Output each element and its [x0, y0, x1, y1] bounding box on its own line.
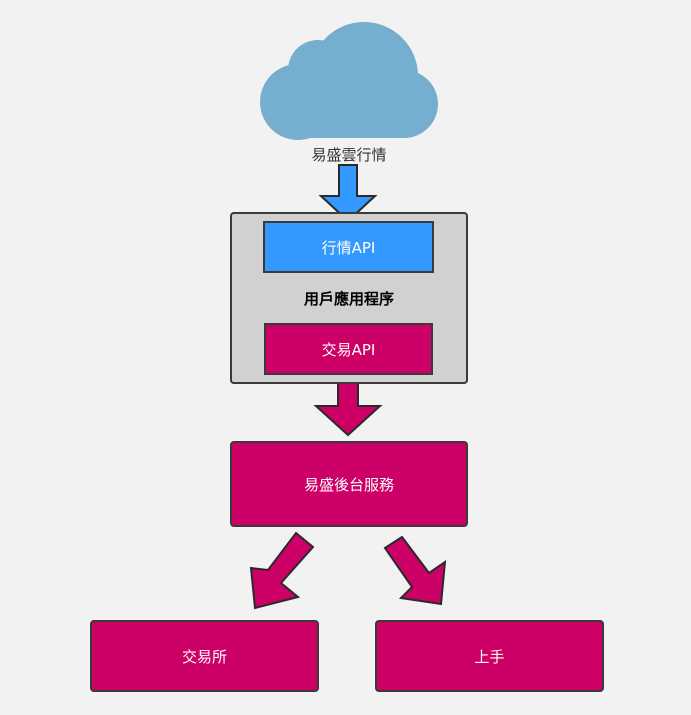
cloud-label: 易盛雲行情 — [311, 146, 387, 164]
upstream-label: 上手 — [474, 647, 505, 666]
quote-api-label: 行情API — [321, 238, 376, 257]
arrow-backend-to-upstream — [383, 535, 447, 606]
quote-api-box: 行情API — [263, 221, 434, 273]
cloud-icon — [260, 22, 438, 140]
trade-api-box: 交易API — [264, 323, 433, 375]
arrow-cloud-to-quote-api — [318, 164, 378, 223]
arrow-backend-to-exchange — [249, 531, 315, 610]
client-app-label: 用戶應用程序 — [303, 290, 394, 308]
exchange-box: 交易所 — [90, 620, 319, 692]
trade-api-label: 交易API — [321, 340, 376, 359]
arrow-trade-api-to-backend — [313, 374, 383, 437]
backend-service-label: 易盛後台服務 — [303, 475, 394, 494]
upstream-box: 上手 — [375, 620, 604, 692]
exchange-label: 交易所 — [181, 647, 227, 666]
backend-service-box: 易盛後台服務 — [230, 441, 468, 527]
